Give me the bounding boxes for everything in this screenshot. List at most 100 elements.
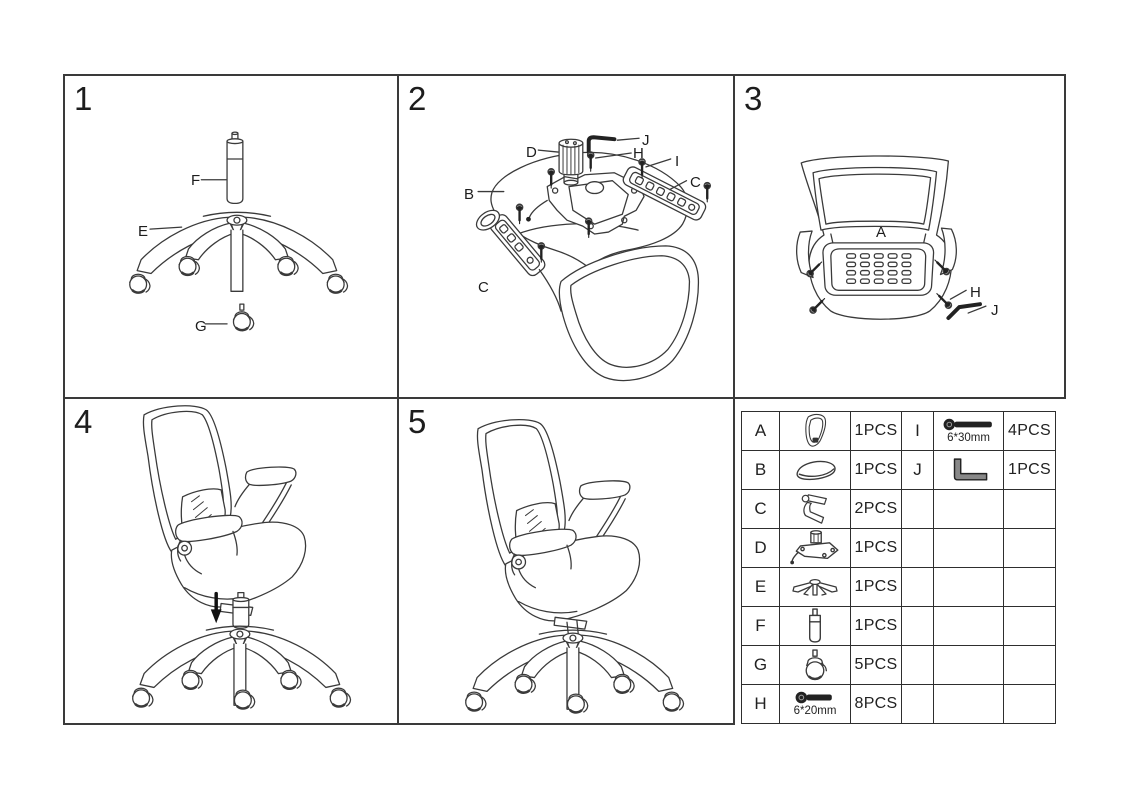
caster-mid-right — [276, 255, 300, 277]
seat-shell-inner — [570, 255, 691, 368]
part-letter: E — [742, 568, 780, 607]
caster — [131, 686, 155, 708]
leader-j — [967, 305, 987, 314]
part-qty: 1PCS — [1004, 451, 1056, 490]
caster — [464, 690, 488, 712]
panel-step-2: 2 J D H I C B C — [397, 74, 735, 399]
callout-b: B — [464, 186, 475, 203]
bolt-size-label: 6*20mm — [793, 705, 837, 718]
pull-ring-drawing — [475, 209, 501, 231]
leader-h — [949, 289, 967, 300]
part-letter: F — [742, 607, 780, 646]
mechanism-icon — [790, 530, 839, 565]
part-letter: B — [742, 451, 780, 490]
part-icon-cell — [934, 451, 1004, 490]
part-letter: A — [742, 412, 780, 451]
leader-c-right — [669, 180, 688, 191]
mechanism-box — [568, 180, 629, 225]
armrest-icon — [801, 494, 827, 524]
empty-cell — [1004, 568, 1056, 607]
mechanism-dome — [585, 181, 605, 195]
part-qty: 2PCS — [851, 490, 902, 529]
leader-e — [149, 226, 183, 230]
callout-g: G — [195, 318, 207, 335]
step-number: 5 — [408, 403, 427, 440]
allen-key-drawing — [586, 135, 617, 155]
loose-caster-drawing — [232, 303, 256, 332]
part-qty: 1PCS — [851, 529, 902, 568]
part-letter: I — [902, 412, 934, 451]
empty-cell — [902, 607, 934, 646]
parts-list-table: A 1PCS I 6*30mm 4PCS B 1PCS J 1PCS C — [741, 411, 1056, 724]
allen-key-drawing — [946, 302, 982, 320]
chair-upper-drawing — [476, 418, 641, 630]
step-number: 1 — [74, 80, 93, 117]
leader-h — [594, 152, 632, 159]
leader-i — [645, 158, 672, 168]
empty-cell — [902, 646, 934, 685]
step-number: 4 — [74, 403, 93, 440]
step-number: 3 — [744, 80, 763, 117]
empty-cell — [934, 568, 1004, 607]
empty-cell — [902, 490, 934, 529]
part-icon-cell — [780, 451, 851, 490]
callout-e: E — [138, 223, 149, 240]
part-letter: D — [742, 529, 780, 568]
armrest-bracket-right-drawing — [622, 166, 707, 221]
vent-slot-grid — [846, 253, 912, 285]
part-qty: 5PCS — [851, 646, 902, 685]
part-qty: 8PCS — [851, 685, 902, 724]
callout-d: D — [526, 144, 537, 161]
part-icon-cell — [780, 529, 851, 568]
callout-h: H — [633, 145, 644, 162]
base-icon — [792, 578, 838, 596]
callout-f: F — [191, 172, 201, 189]
empty-cell — [1004, 529, 1056, 568]
mesh-window-outer — [812, 166, 938, 231]
chair-upper-drawing — [142, 405, 307, 616]
caster — [279, 669, 303, 691]
gas-lift-drawing — [226, 131, 244, 205]
mechanism-lever — [528, 199, 548, 218]
panel-step-4: 4 — [63, 397, 399, 725]
callout-c-right: C — [690, 174, 701, 191]
caster-far-left — [128, 272, 152, 295]
part-letter: J — [902, 451, 934, 490]
bolt-6x20-icon — [795, 691, 832, 704]
empty-cell — [1004, 490, 1056, 529]
empty-cell — [902, 568, 934, 607]
seat-shell-drawing — [558, 245, 699, 382]
bolt-6x30-icon — [943, 419, 992, 431]
empty-cell — [902, 685, 934, 724]
part-icon-cell — [780, 490, 851, 529]
caster — [233, 688, 256, 710]
callout-h: H — [970, 284, 981, 301]
allen-key-icon — [953, 457, 987, 481]
caster — [328, 686, 352, 708]
empty-cell — [934, 685, 1004, 724]
callout-a: A — [876, 224, 887, 241]
empty-cell — [934, 646, 1004, 685]
armrest-bracket-left-drawing — [489, 214, 546, 277]
left-wing — [796, 230, 814, 279]
part-qty: 4PCS — [1004, 412, 1056, 451]
lumbar-panel-outline — [822, 242, 935, 296]
caster-icon — [805, 648, 828, 680]
caster-far-right — [326, 272, 349, 295]
step2-seat-illustration — [475, 135, 712, 382]
part-icon-cell — [780, 412, 851, 451]
part-icon-cell — [780, 568, 851, 607]
step1-base-illustration — [128, 131, 349, 332]
caster — [612, 673, 636, 695]
part-qty: 1PCS — [851, 412, 902, 451]
empty-cell — [1004, 685, 1056, 724]
seat-icon — [796, 460, 836, 481]
step4-mounting-illustration — [131, 405, 352, 710]
caster — [566, 692, 590, 714]
bolt-size-label: 6*30mm — [947, 432, 990, 445]
lumbar-panel-inner — [830, 248, 927, 291]
panel-step-5: 5 — [397, 397, 735, 725]
empty-cell — [902, 529, 934, 568]
screw — [702, 181, 712, 204]
